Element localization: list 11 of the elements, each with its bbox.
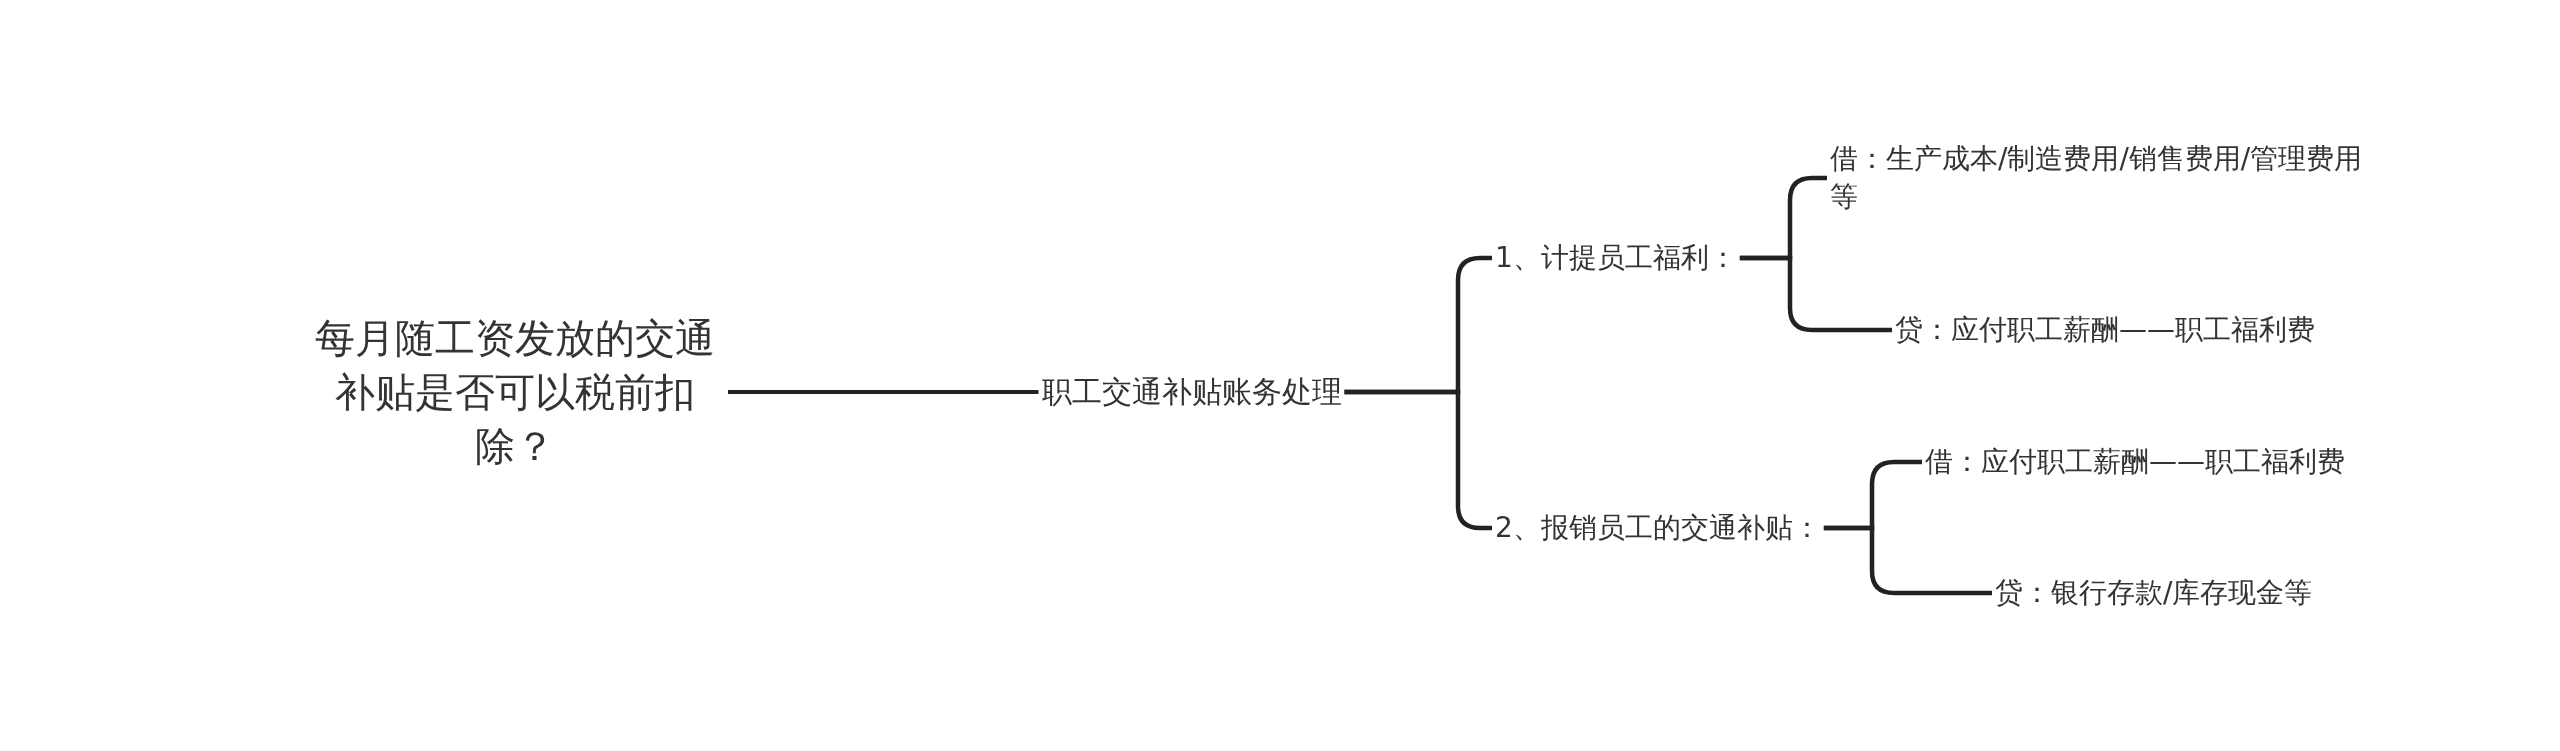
entry-label: 借：应付职工薪酬——职工福利费 <box>1925 444 2345 481</box>
connector-line <box>728 390 1039 394</box>
entry-label: 借：生产成本/制造费用/销售费用/管理费用等 <box>1830 141 2364 215</box>
branch-label: 1、计提员工福利： <box>1495 240 1737 277</box>
topic-label: 每月随工资发放的交通补贴是否可以税前扣除？ <box>314 314 716 471</box>
entry-label: 贷：银行存款/库存现金等 <box>1995 575 2313 612</box>
branch-label: 2、报销员工的交通补贴： <box>1495 510 1821 547</box>
entry-label: 贷：应付职工薪酬——职工福利费 <box>1895 312 2315 349</box>
bracket-line <box>1823 525 1992 596</box>
subtopic-label: 职工交通补贴账务处理 <box>1041 372 1342 411</box>
bracket-line <box>1739 255 1892 333</box>
